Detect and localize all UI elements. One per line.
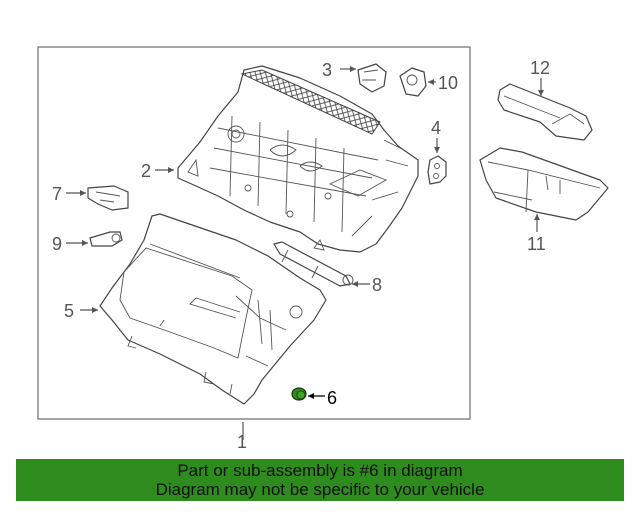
callout-7: 7 [52,184,62,204]
glovebox-door[interactable] [99,213,327,405]
storage-tray-part[interactable] [479,147,609,221]
leader-lines [66,66,544,440]
bulb-part[interactable] [89,231,123,247]
callout-8: 8 [372,275,382,295]
parts-diagram: 1 2 3 4 5 6 7 8 9 10 11 12 [37,46,609,452]
callout-10: 10 [438,73,458,93]
bracket-part[interactable] [427,155,447,185]
damper-rod-part[interactable] [273,241,354,287]
callout-12: 12 [530,58,550,78]
callout-9: 9 [52,234,62,254]
callout-2: 2 [141,161,151,181]
switch-part[interactable] [87,185,129,211]
latch-part[interactable] [399,67,427,97]
clip-part[interactable] [357,63,387,93]
part-info-banner: Part or sub-assembly is #6 in diagram Di… [16,459,624,501]
callout-3: 3 [322,60,332,80]
cover-part[interactable] [497,83,593,141]
assembly-frame [37,46,471,420]
callout-4: 4 [431,118,441,138]
banner-line-part: Part or sub-assembly is #6 in diagram [177,461,463,480]
banner-line-disclaimer: Diagram may not be specific to your vehi… [155,480,485,499]
glovebox-housing[interactable] [177,65,419,253]
callout-11: 11 [527,234,546,254]
callout-5: 5 [64,301,74,321]
callout-6: 6 [327,388,337,408]
bumper-part-6[interactable] [291,387,307,401]
callout-1: 1 [237,432,247,452]
